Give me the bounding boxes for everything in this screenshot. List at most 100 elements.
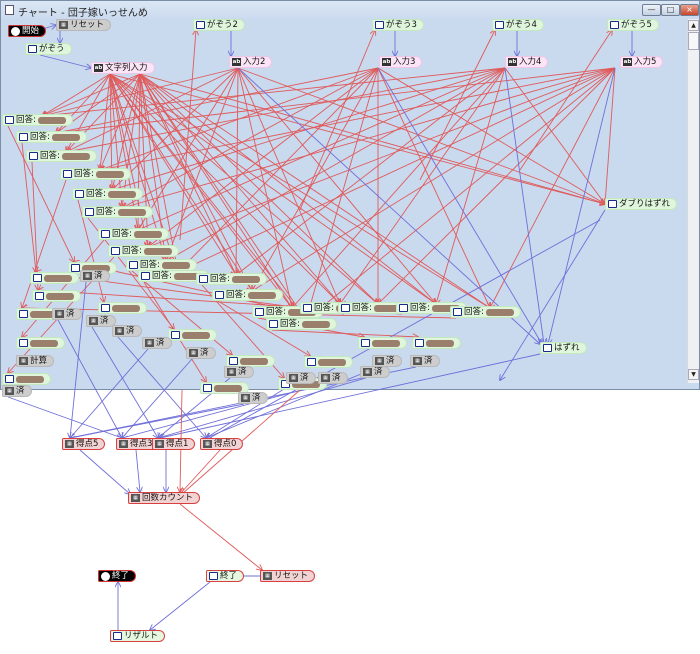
answer-node[interactable]: 回答: bbox=[396, 302, 467, 314]
reset-top-node[interactable]: ▦リセット bbox=[56, 19, 112, 31]
redacted-text bbox=[182, 331, 210, 339]
answer-prefix: 回答: bbox=[30, 132, 50, 142]
answer-node[interactable]: 回答: bbox=[98, 228, 169, 240]
answer-node[interactable] bbox=[200, 382, 249, 394]
edge-red bbox=[109, 73, 436, 304]
edge-red bbox=[378, 67, 616, 304]
done-node[interactable]: ▦済 bbox=[86, 315, 116, 327]
calc-icon: ▦ bbox=[263, 572, 272, 580]
dup-miss-node[interactable]: ダブりはずれ bbox=[605, 198, 678, 210]
answer-node[interactable] bbox=[98, 302, 147, 314]
done-node[interactable]: ▦済 bbox=[142, 337, 172, 349]
answer-node[interactable]: 回答: bbox=[338, 302, 409, 314]
image5-node[interactable]: がぞう5 bbox=[607, 19, 659, 31]
scroll-down-button[interactable]: ▼ bbox=[688, 369, 699, 380]
done-node[interactable]: ▦済 bbox=[238, 392, 268, 404]
answer-node[interactable]: 回答: bbox=[82, 206, 153, 218]
edge-red bbox=[148, 67, 379, 247]
score0-node[interactable]: ▦得点0 bbox=[200, 438, 244, 450]
answer-node[interactable]: 回答: bbox=[108, 245, 179, 257]
answer-node[interactable] bbox=[2, 373, 51, 385]
answer-node[interactable] bbox=[226, 355, 275, 367]
done-label: 済 bbox=[126, 326, 135, 336]
image1-node[interactable]: がぞう bbox=[25, 43, 72, 55]
image4-node[interactable]: がぞう4 bbox=[492, 19, 544, 31]
answer-node[interactable]: 回答: bbox=[450, 306, 521, 318]
done-node[interactable]: ▦済 bbox=[186, 347, 216, 359]
book-icon bbox=[101, 304, 110, 312]
text-input-icon: ab bbox=[508, 58, 517, 66]
answer-node[interactable]: 回答: bbox=[26, 150, 97, 162]
done-node[interactable]: ▦済 bbox=[360, 366, 390, 378]
done-node[interactable]: ▦済 bbox=[410, 355, 440, 367]
done-node[interactable]: ▦済 bbox=[52, 308, 82, 320]
scroll-up-button[interactable]: ▲ bbox=[688, 20, 699, 31]
answer-node[interactable] bbox=[304, 356, 353, 368]
answer-node[interactable] bbox=[412, 337, 461, 349]
miss-node[interactable]: はずれ bbox=[540, 342, 587, 354]
done-node[interactable]: ▦済 bbox=[80, 270, 110, 282]
score5-node[interactable]: ▦得点5 bbox=[62, 438, 106, 450]
book-icon bbox=[203, 384, 212, 392]
image3-node[interactable]: がぞう3 bbox=[372, 19, 424, 31]
edge-blue bbox=[39, 54, 91, 68]
calc-node[interactable]: ▦計算 bbox=[16, 355, 55, 367]
answer-node[interactable] bbox=[168, 329, 217, 341]
answer-node[interactable] bbox=[30, 272, 79, 284]
edge-red bbox=[139, 73, 306, 320]
start-node[interactable]: 開始 bbox=[8, 25, 47, 37]
maximize-button[interactable]: □ bbox=[661, 4, 680, 16]
close-button[interactable]: × bbox=[680, 4, 699, 16]
done-label: 済 bbox=[386, 356, 395, 366]
redacted-text bbox=[61, 152, 90, 160]
answer-prefix: 回答: bbox=[122, 246, 142, 256]
done-node[interactable]: ▦済 bbox=[112, 325, 142, 337]
title-bar[interactable]: チャート - 団子嫁いっせんめ — □ × bbox=[1, 1, 699, 19]
done-node[interactable]: ▦済 bbox=[286, 372, 316, 384]
answer-node[interactable]: 回答: bbox=[126, 259, 197, 271]
edge-red bbox=[138, 67, 506, 230]
edge-red bbox=[66, 67, 239, 152]
result-node[interactable]: リザルト bbox=[110, 630, 166, 642]
answer-node[interactable]: 回答: bbox=[16, 131, 87, 143]
answer-node[interactable]: 回答: bbox=[138, 270, 209, 282]
answer-node[interactable]: 回答: bbox=[266, 318, 337, 330]
end-terminal-node[interactable]: 終了 bbox=[98, 570, 137, 582]
answer-node[interactable]: 回答: bbox=[212, 289, 283, 301]
edge-blue bbox=[70, 348, 149, 438]
edge-red bbox=[100, 67, 616, 170]
minimize-button[interactable]: — bbox=[642, 4, 661, 16]
done-node[interactable]: ▦済 bbox=[372, 355, 402, 367]
image2-node[interactable]: がぞう2 bbox=[193, 19, 245, 31]
end-message-node[interactable]: 終了 bbox=[206, 570, 245, 582]
answer-prefix: 回答: bbox=[314, 303, 334, 313]
edge-red bbox=[139, 73, 178, 272]
count-node[interactable]: ▦回数カウント bbox=[128, 492, 201, 504]
calc-icon: ▦ bbox=[375, 357, 384, 365]
answer-prefix: 回答: bbox=[96, 207, 116, 217]
answer-node[interactable] bbox=[32, 290, 81, 302]
book-icon bbox=[75, 190, 84, 198]
answer-node[interactable]: 回答: bbox=[72, 188, 143, 200]
done-node[interactable]: ▦済 bbox=[2, 385, 32, 397]
done-node[interactable]: ▦済 bbox=[224, 366, 254, 378]
edge-red bbox=[42, 73, 111, 116]
answer-node[interactable] bbox=[358, 337, 407, 349]
redacted-text bbox=[112, 304, 140, 312]
answer-node[interactable]: 回答: bbox=[60, 168, 131, 180]
answer-node[interactable]: 回答: bbox=[2, 114, 73, 126]
vertical-scrollbar[interactable]: ▲ ▼ bbox=[687, 19, 699, 383]
reset-bottom-node[interactable]: ▦リセット bbox=[260, 570, 316, 582]
answer-prefix: 回答: bbox=[410, 303, 430, 313]
redacted-text bbox=[318, 358, 346, 366]
done-node[interactable]: ▦済 bbox=[318, 372, 348, 384]
answer-node[interactable]: 回答: bbox=[196, 273, 267, 285]
score1-node[interactable]: ▦得点1 bbox=[152, 438, 196, 450]
scroll-thumb[interactable] bbox=[688, 32, 699, 50]
answer-node[interactable] bbox=[16, 337, 65, 349]
